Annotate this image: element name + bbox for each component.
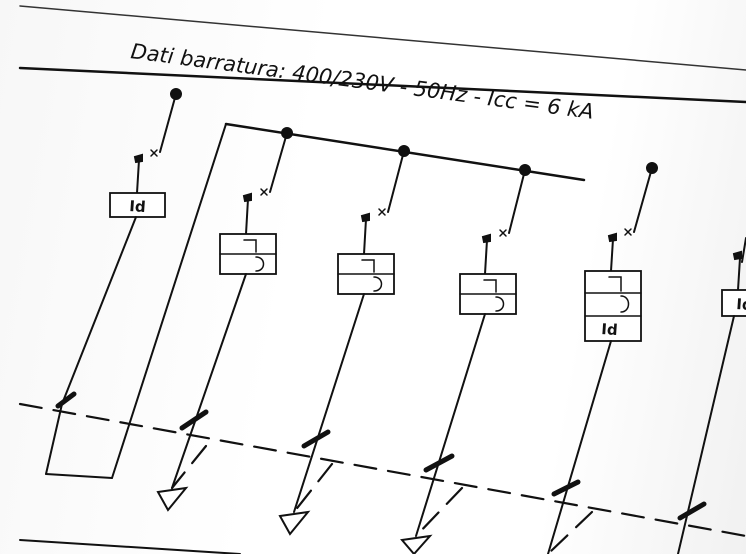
breaker-differential-box [584,270,642,342]
differential-label: Id [736,295,746,314]
differential-label: Id [601,320,619,339]
differential-box [721,289,746,317]
differential-box [109,192,166,218]
feeder-4 [400,169,526,554]
feeder-6 [677,237,746,554]
board-boundary [18,402,746,554]
feeder-5 [547,162,658,554]
sheet-border-top [19,5,746,71]
differential-label: Id [129,197,147,216]
busbar-data-title: Dati barratura: 400/230V - 50Hz - Icc = … [129,39,595,124]
feeder-1 [45,93,177,479]
sheet-border-bottom [19,539,241,554]
feeder-3 [278,150,405,536]
main-busbar [18,66,746,104]
feeder-2 [156,132,288,512]
